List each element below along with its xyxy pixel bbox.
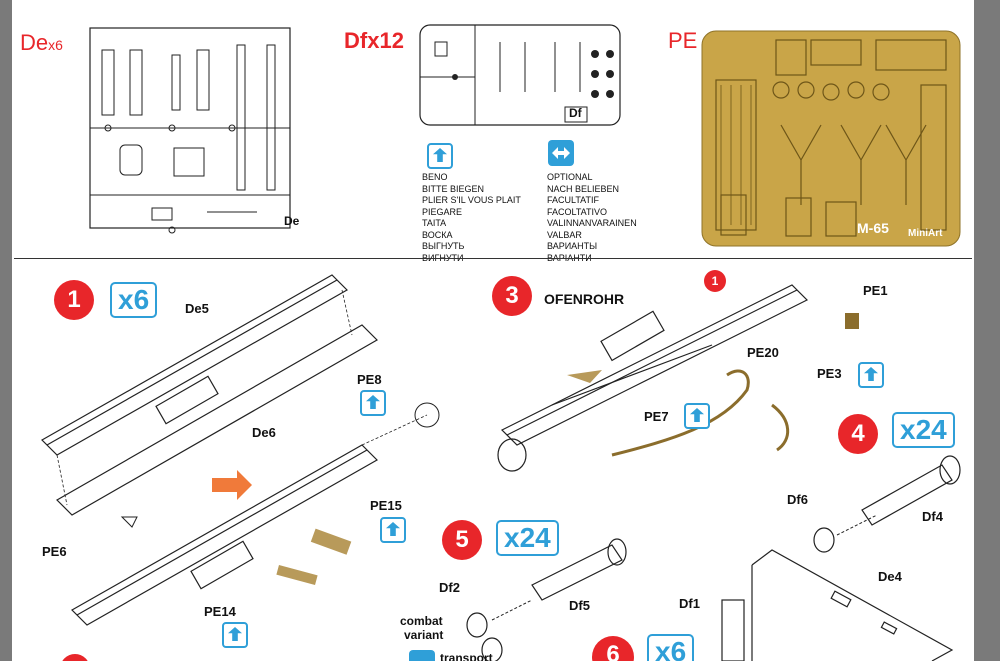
sprue-df-drawing (419, 24, 621, 126)
sprue-df-label: Dfx12 (344, 28, 404, 54)
pe-fret-code: M-65 (857, 220, 889, 236)
bend-legend-line: ВОСКА (422, 229, 453, 240)
part-pe6: PE6 (42, 544, 67, 559)
step-3-badge: 3 (492, 276, 532, 316)
step-5-quantity: x24 (496, 520, 559, 556)
pe7-bend-icon (684, 403, 710, 429)
part-pe7: PE7 (644, 409, 669, 424)
optional-legend-line: ВАРІАНТИ (547, 253, 637, 265)
bend-legend-line: ВИГНУТИ (422, 253, 521, 265)
bend-icon (427, 143, 453, 169)
part-de5: De5 (185, 301, 209, 316)
bend-legend-line: BENO (422, 172, 448, 182)
step-2-badge-partial (60, 654, 90, 661)
pe-fret-brand: MiniArt (908, 228, 943, 239)
step-4-badge: 4 (838, 414, 878, 454)
instruction-sheet: Dex6 De Dfx12 Df (12, 0, 974, 661)
transport-optional-icon (409, 650, 435, 661)
part-pe15: PE15 (370, 498, 402, 513)
transport-label: transport (440, 651, 493, 661)
bend-legend-line: ВЫГНУТЬ (422, 241, 465, 251)
bend-legend: BENO BITTE BIEGEN PLIER S'IL VOUS PLAIT … (422, 172, 521, 264)
pe14-bend-icon (222, 622, 248, 648)
optional-legend-line: FACOLTATIVO (547, 206, 608, 217)
pe3-bend-icon (858, 362, 884, 388)
step-3-drawing (497, 284, 809, 472)
part-df2: Df2 (439, 580, 460, 595)
step-4-drawing (813, 455, 961, 553)
optional-legend: OPTIONAL NACH BELIEBEN FACULTATIF FACOLT… (547, 172, 637, 264)
variant-label: variant (404, 628, 444, 642)
part-df6: Df6 (787, 492, 808, 507)
optional-legend-line: NACH BELIEBEN (547, 183, 620, 194)
step-6-quantity: x6 (647, 634, 695, 661)
sprue-pe-label: PE (668, 28, 698, 53)
step-4-quantity: x24 (892, 412, 955, 448)
part-df5: Df5 (569, 598, 590, 613)
step-1-drawing (41, 274, 440, 626)
optional-legend-line: VALBAR (547, 229, 582, 240)
bend-legend-line: PLIER S'IL VOUS PLAIT (422, 195, 521, 205)
pe8-bend-icon (360, 390, 386, 416)
sprue-de-multiplier: x6 (48, 37, 63, 53)
step-1-quantity: x6 (110, 282, 158, 318)
sprue-df-multiplier: x12 (367, 28, 404, 53)
part-de4: De4 (878, 569, 902, 584)
part-df4: Df4 (922, 509, 943, 524)
sprue-de-label: Dex6 (20, 30, 63, 56)
optional-icon (548, 140, 574, 166)
part-pe1: PE1 (863, 283, 888, 298)
pe15-bend-icon (380, 517, 406, 543)
optional-legend-line: OPTIONAL (547, 172, 593, 182)
step-3-reference-badge: 1 (704, 270, 726, 292)
part-pe20: PE20 (747, 345, 779, 360)
optional-legend-line: FACULTATIF (547, 195, 600, 205)
step-1-badge: 1 (54, 280, 94, 320)
bend-legend-line: PIEGARE (422, 206, 463, 217)
combat-label: combat (400, 614, 443, 628)
pe1-part-shape (845, 313, 859, 329)
section-divider (14, 258, 972, 259)
sprue-df-corner: Df (569, 106, 582, 120)
sprue-df-name: Df (344, 28, 368, 53)
part-pe14: PE14 (204, 604, 236, 619)
bend-legend-line: TAITA (422, 218, 447, 228)
step-3-title: OFENROHR (544, 291, 625, 307)
optional-legend-line: VALINNANVARAINEN (547, 218, 637, 228)
part-df1: Df1 (679, 596, 700, 611)
part-de6: De6 (252, 425, 276, 440)
part-pe3: PE3 (817, 366, 842, 381)
step-6-drawing (721, 549, 954, 661)
sprue-de-name: De (20, 30, 49, 55)
sprue-de-drawing (89, 27, 291, 234)
step-5-badge: 5 (442, 520, 482, 560)
bend-legend-line: BITTE BIEGEN (422, 183, 485, 194)
optional-legend-line: ВАРИАНТЫ (547, 241, 598, 251)
pe-fret-drawing (701, 30, 961, 247)
part-pe8: PE8 (357, 372, 382, 387)
sprue-de-corner: De (284, 214, 300, 228)
step-5-drawing (466, 538, 627, 661)
